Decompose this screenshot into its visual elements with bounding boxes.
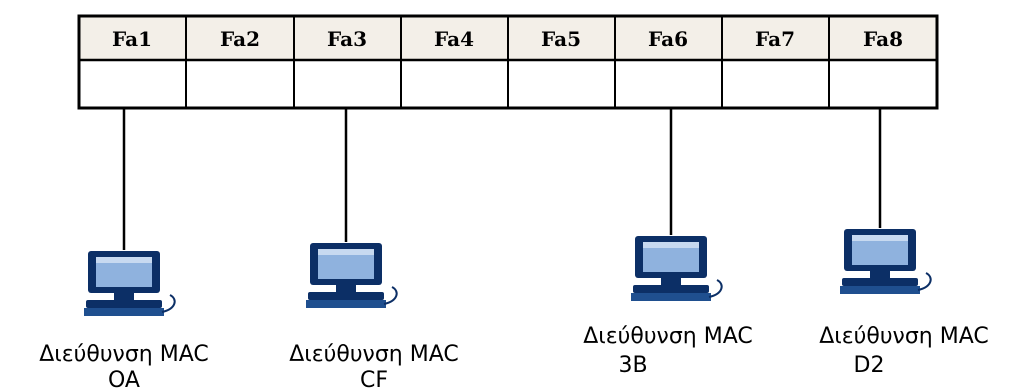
- host-labels: Διεύθυνση MAC OA Διεύθυνση MAC CF Διεύθυ…: [39, 324, 988, 390]
- mac-caption-fa3: Διεύθυνση MAC: [289, 342, 458, 367]
- port-label-fa6: Fa6: [648, 27, 688, 51]
- port-label-fa5: Fa5: [541, 27, 581, 51]
- mac-caption-fa6: Διεύθυνση MAC: [583, 324, 752, 349]
- mac-address-fa3: CF: [360, 368, 388, 390]
- port-label-fa7: Fa7: [755, 27, 795, 51]
- mac-address-fa1: OA: [108, 368, 140, 390]
- mac-address-fa6: 3B: [618, 353, 647, 378]
- cables: [122, 108, 882, 250]
- host-computer-fa3: [306, 243, 398, 308]
- switch-port-table: Fa1 Fa2 Fa3 Fa4 Fa5 Fa6 Fa7 Fa8: [77, 14, 939, 110]
- computer-icon: [840, 229, 932, 294]
- host-computer-fa8: [840, 229, 932, 294]
- mac-address-fa8: D2: [854, 353, 885, 378]
- computer-icon: [306, 243, 398, 308]
- port-label-fa2: Fa2: [220, 27, 260, 51]
- port-label-fa4: Fa4: [434, 27, 474, 51]
- mac-caption-fa8: Διεύθυνση MAC: [819, 324, 988, 349]
- computer-icon: [631, 236, 723, 301]
- port-label-fa3: Fa3: [327, 27, 367, 51]
- port-label-fa8: Fa8: [863, 27, 903, 51]
- host-computer-fa6: [631, 236, 723, 301]
- host-computer-fa1: [84, 251, 176, 316]
- port-label-fa1: Fa1: [112, 27, 152, 51]
- mac-caption-fa1: Διεύθυνση MAC: [39, 342, 208, 367]
- computer-icon: [84, 251, 176, 316]
